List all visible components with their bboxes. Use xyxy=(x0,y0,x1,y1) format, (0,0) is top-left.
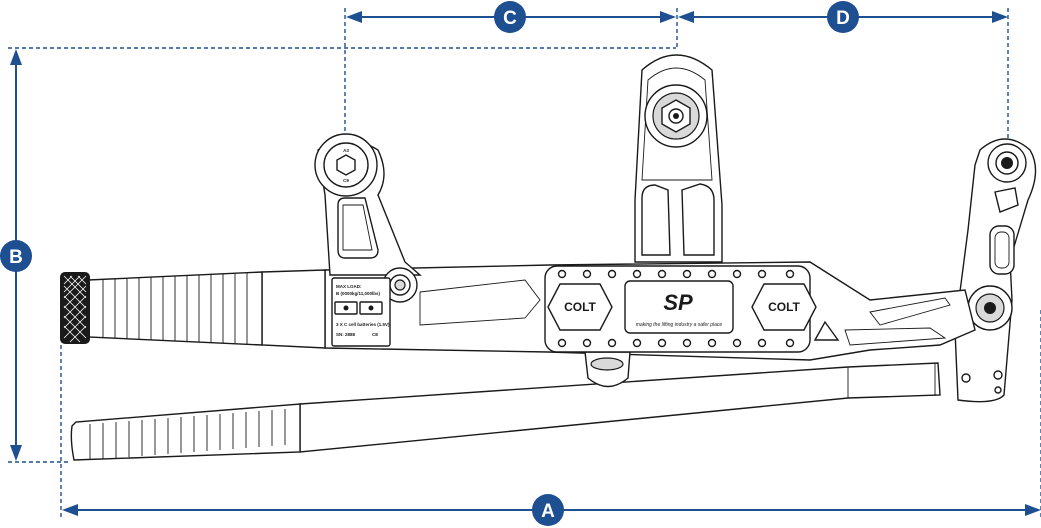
dimension-d: D xyxy=(678,1,1008,33)
centre-nut xyxy=(644,84,708,148)
centre-lever xyxy=(634,54,723,263)
dimension-c: C xyxy=(346,1,676,33)
cell-indicator: 3 X C cell batteries (1.5V) xyxy=(336,322,390,327)
lower-handle-grip-ribs xyxy=(89,409,286,460)
serial-number: SN: 2888 xyxy=(336,332,356,337)
dimension-a-label: A xyxy=(541,501,555,522)
right-lever xyxy=(954,138,1037,403)
left-bracket: A3 C9 xyxy=(314,133,422,303)
colt-label-right: COLT xyxy=(768,300,800,314)
dimension-b: B xyxy=(0,49,32,461)
label-panel: MAX LOAD: B (0000kg/11,000lbs) 3 X C cel… xyxy=(331,277,391,347)
colt-plate: COLT COLT SP making the lifting industry… xyxy=(544,265,817,353)
sp-logo: SP xyxy=(663,290,693,315)
pin-mark-top: A3 xyxy=(343,148,349,153)
plate-screws xyxy=(557,269,795,348)
lower-handle xyxy=(70,362,941,461)
knurl-pattern xyxy=(63,275,87,343)
tool-drawing: COLT COLT SP making the lifting industry… xyxy=(60,54,1037,461)
max-load-value: B (0000kg/11,000lbs) xyxy=(336,291,381,296)
dimension-a: A xyxy=(62,494,1041,526)
dimension-d-label: D xyxy=(836,8,850,29)
dimension-b-label: B xyxy=(9,247,23,268)
upper-handle xyxy=(60,269,326,349)
upper-handle-grip-ribs xyxy=(102,273,248,344)
dimension-guides xyxy=(8,8,1041,520)
max-load-title: MAX LOAD: xyxy=(336,284,362,289)
plate-tagline: making the lifting industry a safer plac… xyxy=(636,322,723,328)
dimension-c-label: C xyxy=(503,8,517,29)
pin-mark-bottom: C9 xyxy=(343,178,349,183)
colt-label-left: COLT xyxy=(564,300,596,314)
ce-mark: CE xyxy=(372,332,378,337)
